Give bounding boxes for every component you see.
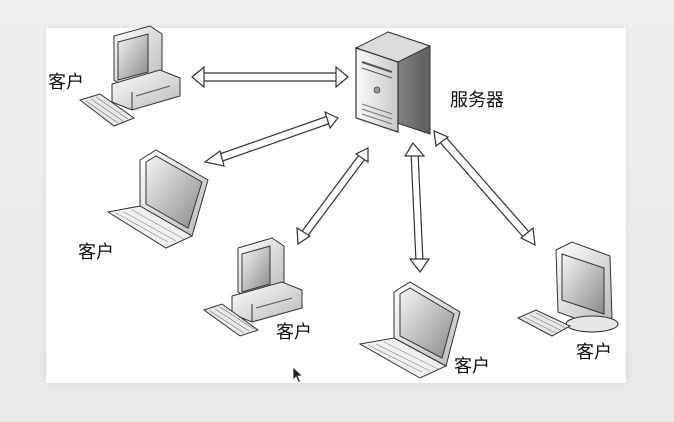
client-label-2: 客户 [78,242,114,263]
arrow-client2-server [203,110,339,167]
desktop-pc-icon [202,237,303,337]
connection-arrows [191,65,536,274]
client-label-5: 客户 [576,342,612,363]
arrow-client1-server [191,65,349,89]
arrow-client5-server [433,130,536,247]
arrow-client4-server [403,141,431,274]
laptop-icon [106,149,209,249]
mouse-cursor-icon [292,366,304,384]
client-label-4: 客户 [454,356,490,377]
client-label-1: 客户 [48,72,84,93]
client-label-3: 客户 [276,322,312,343]
server-label: 服务器 [450,90,504,111]
desktop-pc-icon [78,25,181,127]
flat-monitor-icon [516,241,619,337]
laptop-icon [358,281,461,379]
arrow-client3-server [296,147,369,246]
server-icon [354,31,432,135]
